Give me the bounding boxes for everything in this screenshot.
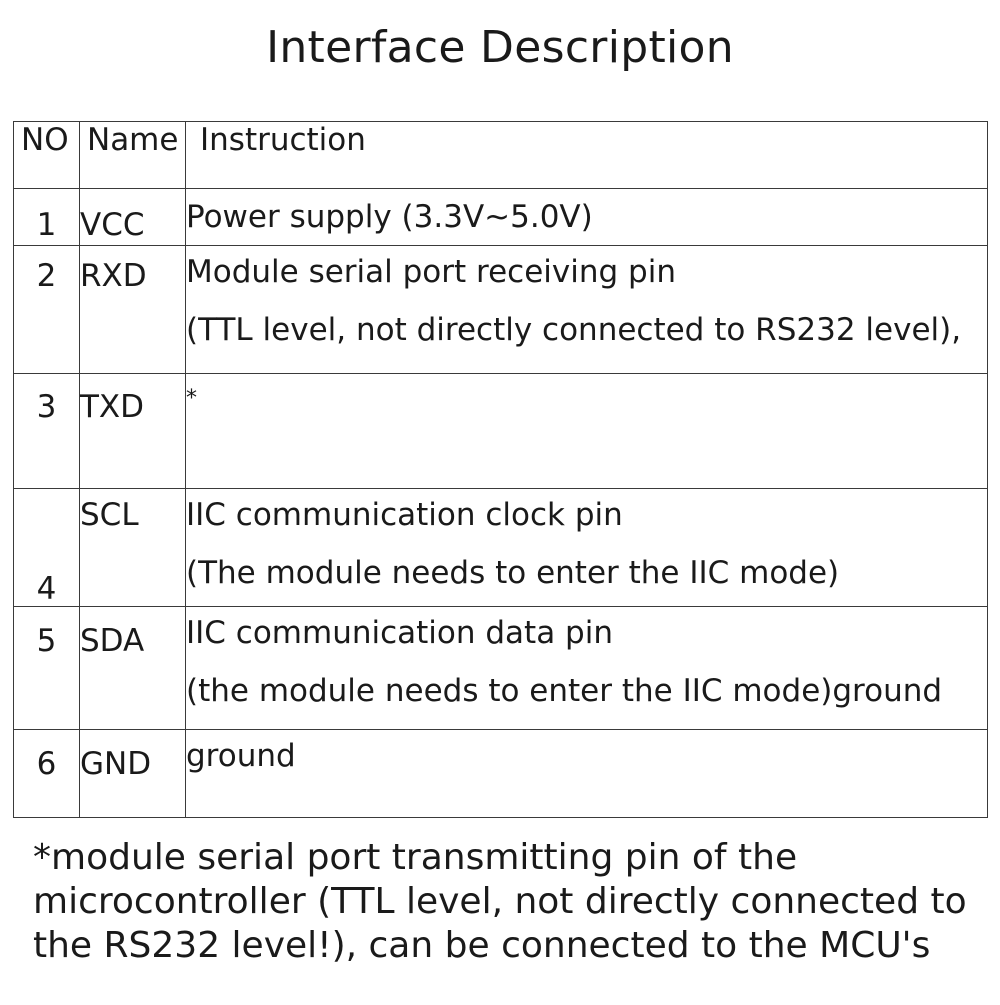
table-row: 3 TXD * xyxy=(13,373,988,489)
header-name: Name xyxy=(79,121,186,189)
footnote-line: microcontroller (TTL level, not directly… xyxy=(33,881,967,922)
table-row: 1 VCC Power supply (3.3V~5.0V) xyxy=(13,188,988,246)
instruction-line: Power supply (3.3V~5.0V) xyxy=(186,199,593,235)
pin-instruction: Power supply (3.3V~5.0V) xyxy=(185,188,988,246)
footnote-marker: * xyxy=(186,386,198,411)
header-no: NO xyxy=(13,121,80,189)
footnote-line: *module serial port transmitting pin of … xyxy=(33,837,798,878)
table-row: 6 GND ground xyxy=(13,729,988,818)
pin-instruction: IIC communication clock pin (The module … xyxy=(185,488,988,607)
instruction-line: Module serial port receiving pin xyxy=(186,254,676,290)
table-row: 5 SDA IIC communication data pin (the mo… xyxy=(13,606,988,730)
instruction-line: (The module needs to enter the IIC mode) xyxy=(186,555,840,592)
pin-instruction: Module serial port receiving pin (TTL le… xyxy=(185,245,988,374)
interface-table: NO Name Instruction 1 VCC Power supply (… xyxy=(13,121,988,818)
instruction-line: IIC communication data pin xyxy=(186,615,614,651)
pin-instruction: * xyxy=(185,373,988,489)
header-instruction: Instruction xyxy=(185,121,988,189)
pin-number: 4 xyxy=(13,488,80,607)
pin-name: TXD xyxy=(79,373,186,489)
pin-name: GND xyxy=(79,729,186,818)
pin-number: 3 xyxy=(13,373,80,489)
pin-number: 6 xyxy=(13,729,80,818)
pin-number: 1 xyxy=(13,188,80,246)
footnote: *module serial port transmitting pin of … xyxy=(33,836,973,968)
instruction-line: (TTL level, not directly connected to RS… xyxy=(186,312,962,349)
pin-name: SDA xyxy=(79,606,186,730)
instruction-line: IIC communication clock pin xyxy=(186,497,623,533)
page-title: Interface Description xyxy=(266,22,734,73)
pin-instruction: ground xyxy=(185,729,988,818)
table-row: 4 SCL IIC communication clock pin (The m… xyxy=(13,488,988,607)
pin-name: RXD xyxy=(79,245,186,374)
table-header-row: NO Name Instruction xyxy=(13,121,988,189)
instruction-line: (the module needs to enter the IIC mode)… xyxy=(186,673,943,710)
instruction-line: ground xyxy=(186,738,296,774)
table-row: 2 RXD Module serial port receiving pin (… xyxy=(13,245,988,374)
pin-number: 2 xyxy=(13,245,80,374)
pin-instruction: IIC communication data pin (the module n… xyxy=(185,606,988,730)
pin-name: VCC xyxy=(79,188,186,246)
footnote-line: the RS232 level!), can be connected to t… xyxy=(33,925,931,966)
pin-number: 5 xyxy=(13,606,80,730)
pin-name: SCL xyxy=(79,488,186,607)
